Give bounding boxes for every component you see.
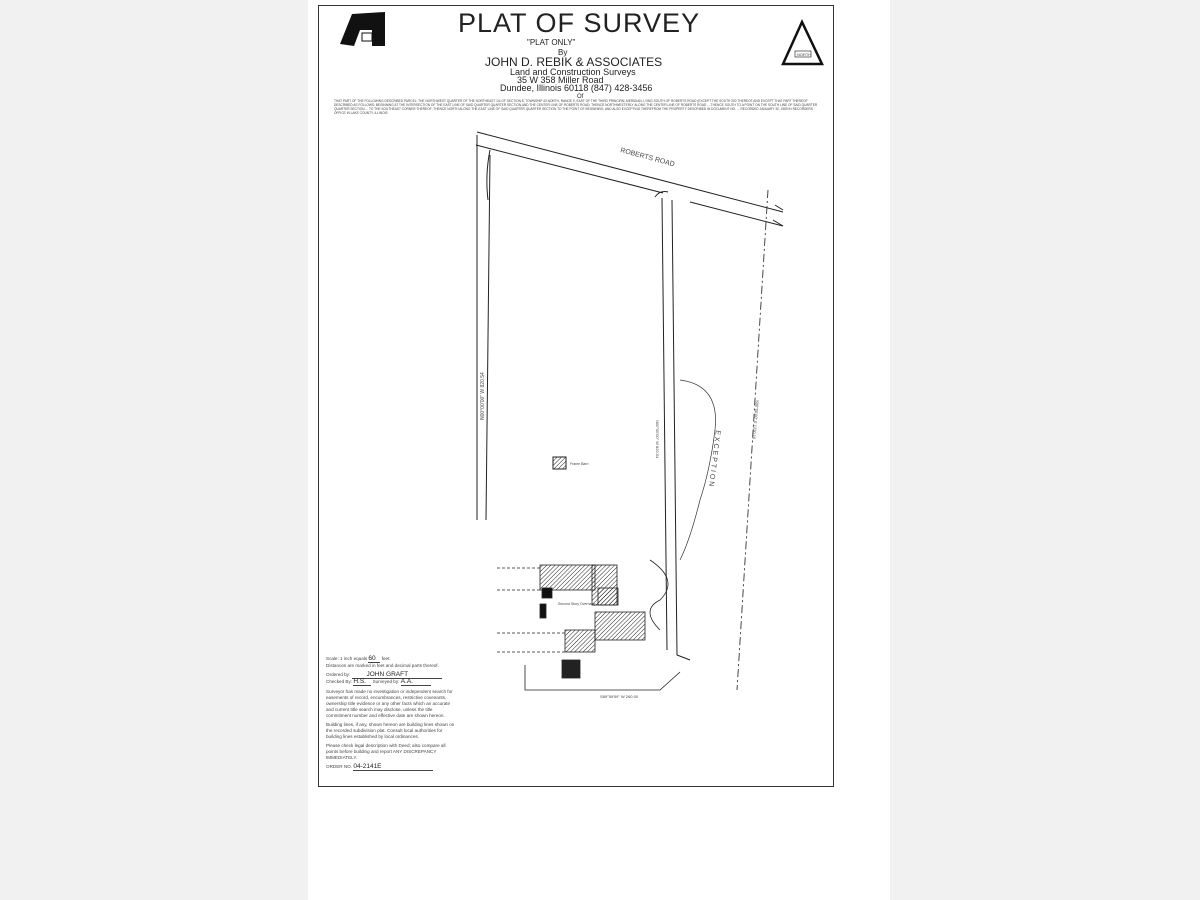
barn-label: Frame Barn — [570, 462, 589, 466]
survey-notes: Scale: 1 inch equals 60 feet. Distances a… — [326, 655, 456, 774]
disclaimer-note: Surveyor has made no investigation or in… — [326, 689, 453, 718]
roberts-road — [475, 131, 784, 227]
ordered-label: Ordered by: — [326, 672, 351, 677]
firm-line-1: Land and Construction Surveys — [510, 67, 636, 77]
east-line — [736, 189, 769, 691]
checked-value: H.S. — [353, 678, 372, 686]
of-label: Of — [577, 94, 584, 100]
second-story-label: Second Story Overhang — [558, 602, 595, 606]
order-number: 04-2141E — [353, 763, 434, 771]
exception-curve — [679, 379, 716, 561]
check-legal-note: Please check legal description with Deed… — [326, 743, 446, 760]
order-label: ORDER NO. — [326, 764, 353, 769]
by-label: By — [558, 48, 568, 57]
north-label: NORTH — [797, 52, 811, 57]
document-title: PLAT OF SURVEY — [458, 8, 701, 38]
north-arrow-icon: NORTH — [781, 19, 824, 66]
firm-line-3: Dundee, Illinois 60118 (847) 428-3456 — [500, 83, 653, 93]
west-boundary — [476, 135, 691, 661]
legal-description: THAT PART OF THE FOLLOWING DESCRIBED PAR… — [334, 99, 818, 115]
surveyed-label: Surveyed by: — [372, 679, 400, 684]
firm-name: JOHN D. REBIK & ASSOCIATES — [485, 55, 663, 69]
exception-label: EXCEPTION — [707, 430, 721, 489]
surveyed-value: A.A. — [400, 678, 431, 686]
firm-line-2: 35 W 358 Miller Road — [517, 75, 604, 85]
document-page — [308, 0, 890, 900]
surveyor-logo — [333, 10, 388, 48]
plat-border — [318, 5, 834, 787]
scale-unit: feet. — [381, 656, 391, 661]
road-label: ROBERTS ROAD — [619, 147, 675, 168]
frame-barn — [552, 456, 567, 470]
south-dimension: S89°59'59" W 260.00 — [600, 694, 639, 699]
scale-value: 60 — [368, 655, 381, 663]
building-lines-note: Building lines, if any, shown hereon are… — [326, 722, 455, 739]
inner-dimension: N00°00'00" W 820.54 — [655, 420, 660, 459]
buildings — [497, 559, 681, 691]
distances-note: Distances are marked in feet and decimal… — [326, 663, 439, 668]
west-dimension: N00°00'00" W 820.54 — [480, 372, 486, 420]
document-subtitle: "PLAT ONLY" — [527, 38, 576, 47]
east-dimension: S00°00'00" E 1220.10 — [752, 400, 760, 440]
checked-label: Checked By: — [326, 679, 353, 684]
scale-label: Scale: 1 inch equals — [326, 656, 368, 661]
